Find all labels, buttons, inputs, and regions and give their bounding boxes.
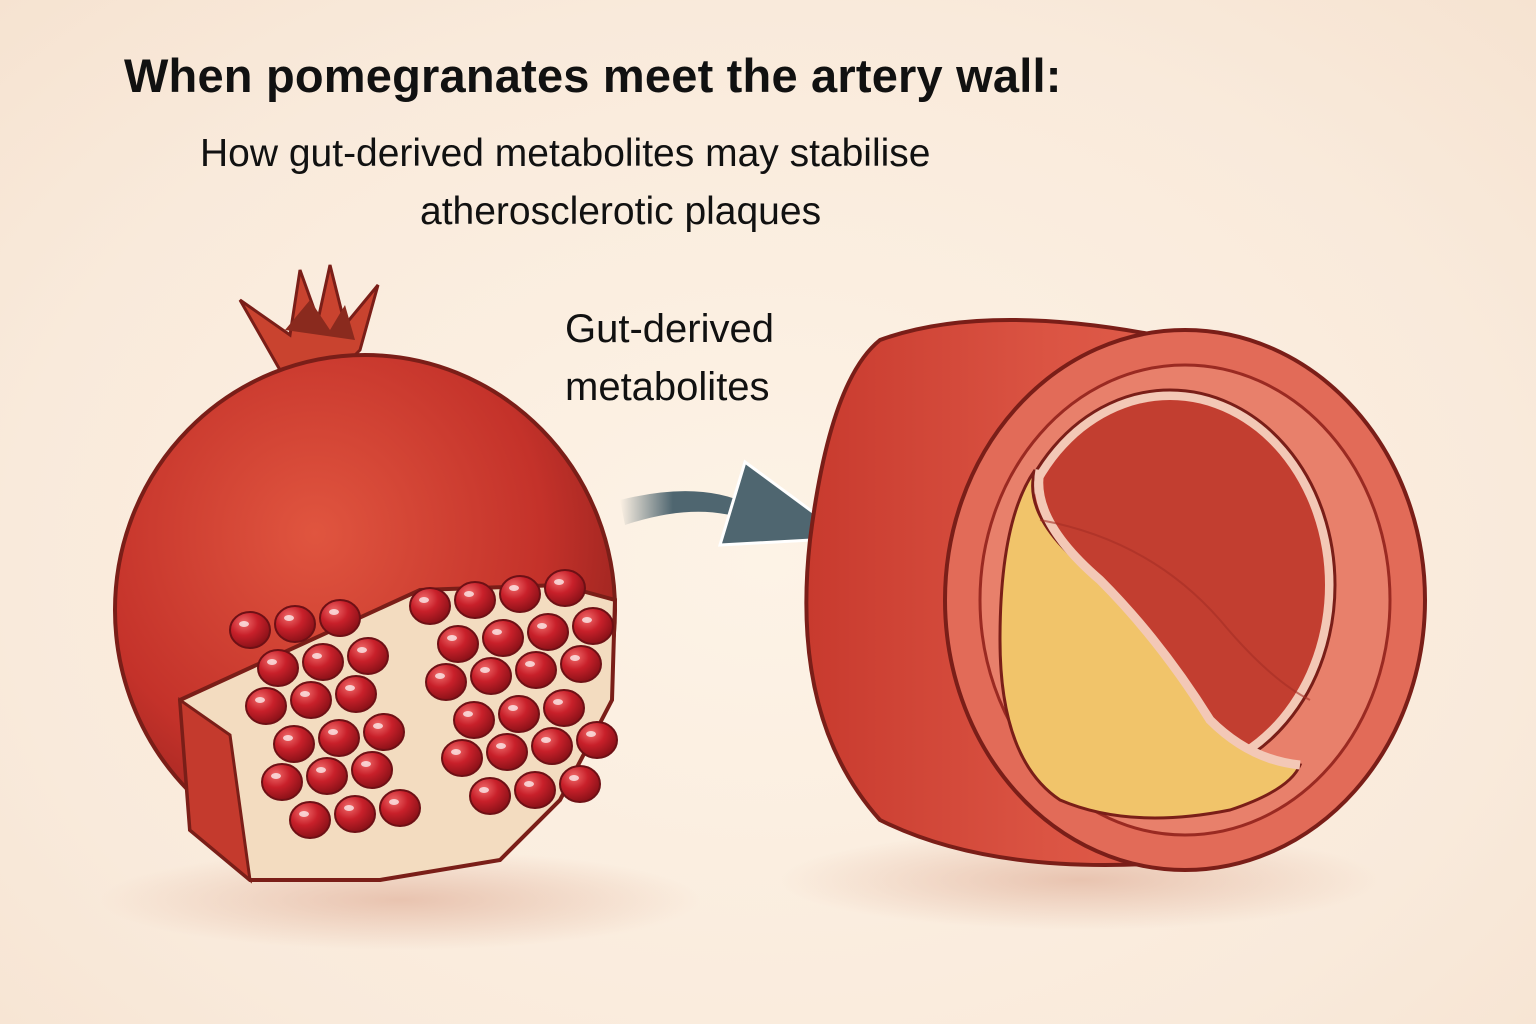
aril-highlight	[344, 805, 354, 811]
aril	[335, 675, 377, 713]
aril-highlight	[267, 659, 277, 665]
aril-highlight	[239, 621, 249, 627]
aril	[514, 771, 556, 809]
aril	[470, 657, 512, 695]
aril-highlight	[283, 735, 293, 741]
aril	[261, 763, 303, 801]
aril	[441, 739, 483, 777]
aril	[543, 689, 585, 727]
aril	[453, 701, 495, 739]
aril	[257, 649, 299, 687]
aril-highlight	[524, 781, 534, 787]
aril	[289, 801, 331, 839]
aril-highlight	[582, 617, 592, 623]
aril	[531, 727, 573, 765]
aril-highlight	[419, 597, 429, 603]
aril	[527, 613, 569, 651]
aril-highlight	[525, 661, 535, 667]
aril-highlight	[255, 697, 265, 703]
subtitle-line-2: atherosclerotic plaques	[420, 190, 822, 233]
aril-highlight	[480, 667, 490, 673]
aril-highlight	[389, 799, 399, 805]
aril-highlight	[361, 761, 371, 767]
aril	[290, 681, 332, 719]
aril	[454, 581, 496, 619]
aril-highlight	[299, 811, 309, 817]
aril	[334, 795, 376, 833]
aril	[469, 777, 511, 815]
aril	[559, 765, 601, 803]
aril	[515, 651, 557, 689]
artery-icon	[804, 318, 1427, 872]
aril-highlight	[284, 615, 294, 621]
pomegranate-icon	[113, 264, 618, 884]
aril-highlight	[312, 653, 322, 659]
arrow-label-line-1: Gut-derived	[565, 307, 774, 351]
aril	[274, 605, 316, 643]
aril	[229, 611, 271, 649]
aril-highlight	[496, 743, 506, 749]
aril	[560, 645, 602, 683]
aril	[273, 725, 315, 763]
aril-highlight	[463, 711, 473, 717]
aril	[318, 719, 360, 757]
aril-highlight	[553, 699, 563, 705]
aril-highlight	[328, 729, 338, 735]
aril	[306, 757, 348, 795]
aril	[437, 625, 479, 663]
aril-highlight	[316, 767, 326, 773]
aril	[379, 789, 421, 827]
aril	[363, 713, 405, 751]
aril-highlight	[554, 579, 564, 585]
aril	[482, 619, 524, 657]
aril	[245, 687, 287, 725]
aril-highlight	[271, 773, 281, 779]
aril	[544, 569, 586, 607]
pomegranate-arils	[229, 569, 618, 839]
aril-highlight	[541, 737, 551, 743]
aril	[499, 575, 541, 613]
aril-highlight	[447, 635, 457, 641]
aril-highlight	[345, 685, 355, 691]
subtitle-line-1: How gut-derived metabolites may stabilis…	[200, 132, 931, 175]
aril-highlight	[464, 591, 474, 597]
aril	[409, 587, 451, 625]
aril-highlight	[357, 647, 367, 653]
page-title: When pomegranates meet the artery wall:	[124, 49, 1062, 102]
aril-highlight	[300, 691, 310, 697]
aril-highlight	[435, 673, 445, 679]
aril-highlight	[492, 629, 502, 635]
aril	[319, 599, 361, 637]
aril-highlight	[329, 609, 339, 615]
aril-highlight	[373, 723, 383, 729]
aril	[498, 695, 540, 733]
aril	[347, 637, 389, 675]
aril-highlight	[586, 731, 596, 737]
aril	[351, 751, 393, 789]
aril-highlight	[509, 585, 519, 591]
aril-highlight	[569, 775, 579, 781]
aril	[486, 733, 528, 771]
aril-highlight	[570, 655, 580, 661]
aril	[302, 643, 344, 681]
aril	[576, 721, 618, 759]
aril-highlight	[479, 787, 489, 793]
arrow-label-line-2: metabolites	[565, 365, 770, 409]
aril-highlight	[451, 749, 461, 755]
aril-highlight	[508, 705, 518, 711]
aril-highlight	[537, 623, 547, 629]
aril	[572, 607, 614, 645]
aril	[425, 663, 467, 701]
